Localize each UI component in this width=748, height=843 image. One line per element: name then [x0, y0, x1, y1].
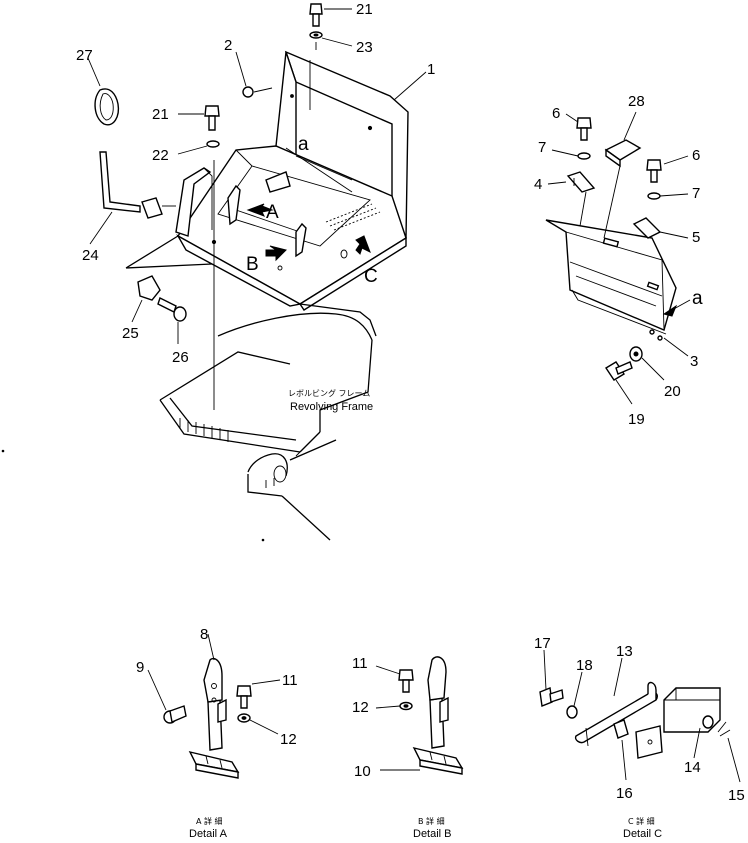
callout-8: 8 — [200, 626, 208, 643]
callout-13: 13 — [616, 643, 633, 660]
leader-3 — [663, 337, 689, 357]
callout-26: 26 — [172, 349, 189, 366]
callout-22: 22 — [152, 147, 169, 164]
washer-7-right — [647, 192, 689, 200]
bracket-25 — [131, 275, 161, 323]
leader-1 — [393, 71, 427, 101]
view-marks: a a A B C — [246, 134, 703, 309]
grommet-28 — [603, 111, 642, 239]
callout-11-b: 11 — [352, 655, 368, 672]
view-mark-C: C — [364, 266, 378, 287]
callout-15: 15 — [728, 787, 745, 804]
clip-4 — [547, 171, 596, 227]
callout-18: 18 — [576, 657, 593, 674]
view-mark-A: A — [266, 202, 279, 223]
callout-14: 14 — [684, 759, 701, 776]
washer-7-left — [551, 149, 591, 160]
detail-c-assembly — [539, 649, 741, 783]
callout-21-top: 21 — [356, 1, 373, 18]
washer-22 — [177, 140, 220, 155]
callout-19: 19 — [628, 411, 645, 428]
callout-20: 20 — [664, 383, 681, 400]
loop-27 — [87, 57, 120, 126]
bolt-21-top — [309, 3, 352, 27]
callout-11-a: 11 — [282, 672, 298, 689]
callout-23: 23 — [356, 39, 373, 56]
clip-5 — [632, 217, 689, 239]
frame-label-en: Revolving Frame — [290, 401, 373, 413]
callout-25: 25 — [122, 325, 139, 342]
callout-10: 10 — [354, 763, 371, 780]
bolt-11-a — [236, 679, 281, 709]
callout-9: 9 — [136, 659, 144, 676]
view-mark-B: B — [246, 254, 259, 275]
frame-label-jp: レボルビング フレーム — [288, 388, 370, 398]
detail-c-caption-jp: C 詳 細 — [628, 816, 655, 826]
detail-a-caption-en: Detail A — [189, 828, 228, 840]
vent-mesh — [325, 203, 381, 231]
bolt-19 — [605, 361, 633, 405]
callout-6-left: 6 — [552, 105, 560, 122]
bolt-centerline — [309, 42, 317, 110]
plug-2 — [235, 51, 273, 98]
detail-b-caption-jp: B 詳 細 — [418, 816, 445, 826]
callout-7-right: 7 — [692, 185, 700, 202]
callout-17: 17 — [534, 635, 551, 652]
bolt-11-b — [375, 665, 414, 693]
callout-28: 28 — [628, 93, 645, 110]
callout-1: 1 — [427, 61, 435, 78]
view-mark-a-detail: a — [692, 288, 703, 309]
frame-teeth — [179, 418, 229, 442]
callout-7-left: 7 — [538, 139, 546, 156]
view-mark-a-main: a — [298, 134, 309, 155]
callout-4: 4 — [534, 176, 542, 193]
detail-a-plate — [545, 219, 691, 341]
detail-a-assembly — [188, 633, 240, 779]
detail-b-assembly — [380, 656, 464, 775]
callout-3: 3 — [690, 353, 698, 370]
callout-12-b: 12 — [352, 699, 369, 716]
washer-12-b — [375, 701, 413, 711]
callout-24: 24 — [82, 247, 99, 264]
revolving-frame — [125, 235, 377, 541]
bolt-6-left — [565, 113, 592, 141]
lever-24 — [89, 151, 176, 245]
detail-c-caption-en: Detail C — [623, 828, 662, 840]
scan-dots — [1, 449, 265, 542]
callout-21-left: 21 — [152, 106, 169, 123]
callout-5: 5 — [692, 229, 700, 246]
callout-27: 27 — [76, 47, 93, 64]
pin-9 — [147, 669, 187, 724]
callout-12-a: 12 — [280, 731, 297, 748]
callout-6-right: 6 — [692, 147, 700, 164]
washer-12-a — [237, 713, 279, 735]
bolt-21-left — [178, 105, 220, 131]
bolt-26 — [157, 297, 187, 344]
detail-captions: A 詳 細 Detail A B 詳 細 Detail B C 詳 細 Deta… — [189, 816, 662, 840]
detail-b-caption-en: Detail B — [413, 828, 452, 840]
washer-20 — [629, 346, 665, 381]
detail-a-caption-jp: A 詳 細 — [196, 816, 223, 826]
washer-23 — [309, 31, 353, 47]
callout-16: 16 — [616, 785, 633, 802]
battery-box-assembly — [175, 50, 409, 311]
frame-label: レボルビング フレーム Revolving Frame — [288, 388, 373, 413]
callout-2: 2 — [224, 37, 232, 54]
bolt-6-right — [646, 155, 689, 183]
callout-numbers: 1 2 21 23 27 21 22 24 25 26 28 6 6 7 7 4… — [76, 1, 745, 804]
